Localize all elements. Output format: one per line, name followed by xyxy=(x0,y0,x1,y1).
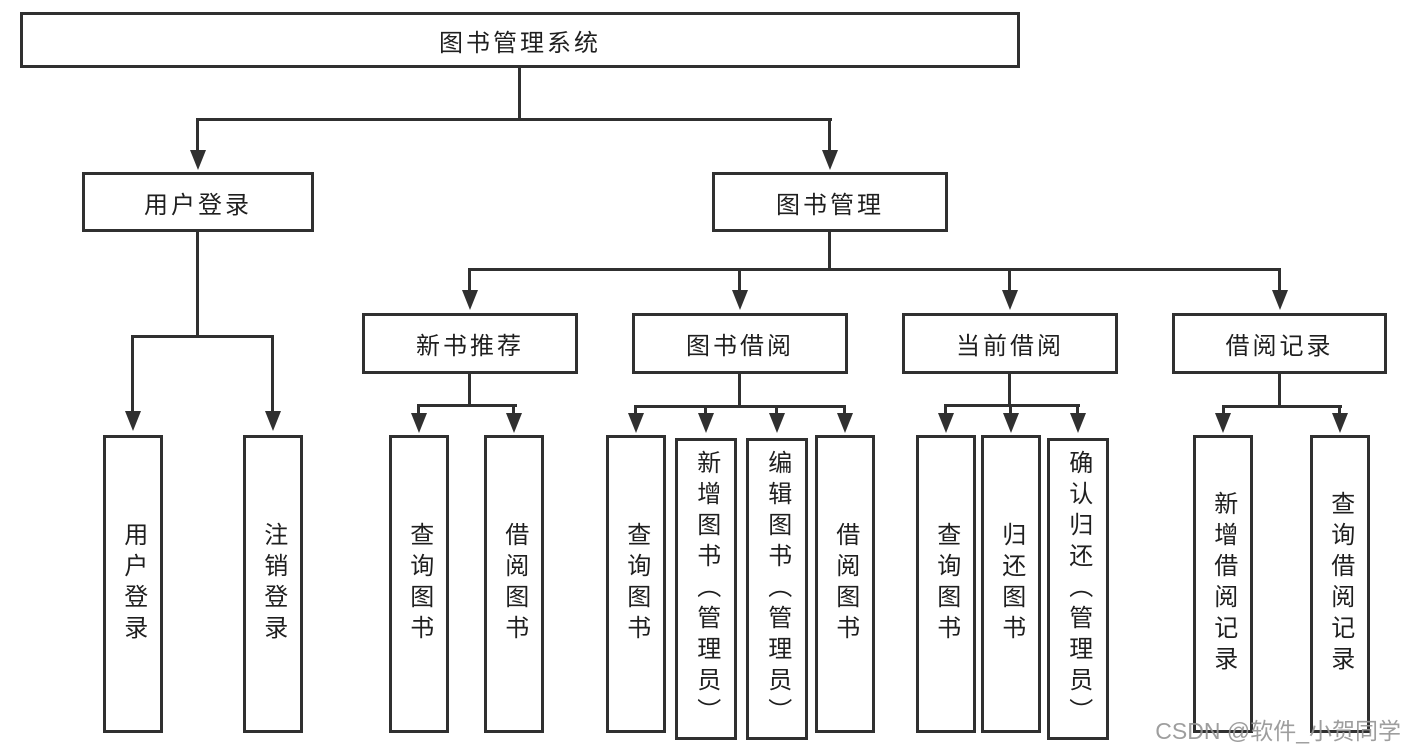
connector-hline xyxy=(417,404,517,407)
node-label: 查询图书 xyxy=(405,522,433,646)
arrow-down-icon xyxy=(1272,290,1288,310)
connector-vline xyxy=(196,232,199,338)
connector-vline xyxy=(1008,373,1011,407)
arrow-down-icon xyxy=(732,290,748,310)
connector-hline xyxy=(944,404,1080,407)
arrow-down-icon xyxy=(698,413,714,433)
node-new-book-recommend: 新书推荐 xyxy=(362,313,578,374)
node-label: 图书管理 xyxy=(776,191,884,219)
arrow-down-icon xyxy=(1002,290,1018,310)
node-label: 查询图书 xyxy=(932,522,960,646)
connector-vline xyxy=(738,373,741,408)
arrow-down-icon xyxy=(822,150,838,170)
node-label: 图书借阅 xyxy=(686,333,794,360)
node-label: 借阅记录 xyxy=(1225,333,1334,360)
node-book-management: 图书管理 xyxy=(712,172,948,232)
node-label: 用户登录 xyxy=(119,522,147,646)
connector-hline xyxy=(131,335,274,338)
node-label: 当前借阅 xyxy=(956,333,1064,360)
node-user-login: 用户登录 xyxy=(82,172,314,232)
node-root-library-system: 图书管理系统 xyxy=(20,12,1020,68)
connector-vline xyxy=(1278,268,1281,292)
connector-vline xyxy=(271,335,274,412)
arrow-down-icon xyxy=(938,413,954,433)
leaf-recommend-query-books: 查询图书 xyxy=(389,435,449,733)
node-label: 编辑图书（管理员） xyxy=(763,449,791,729)
node-current-borrowing: 当前借阅 xyxy=(902,313,1118,374)
connector-vline xyxy=(512,404,515,416)
connector-vline xyxy=(828,118,831,152)
node-label: 新增图书（管理员） xyxy=(692,449,720,729)
leaf-recommend-borrow-books: 借阅图书 xyxy=(484,435,544,733)
leaf-borrowing-borrow-books: 借阅图书 xyxy=(815,435,875,733)
node-book-borrowing: 图书借阅 xyxy=(632,313,848,374)
node-label: 确认归还（管理员） xyxy=(1064,449,1092,729)
connector-vline xyxy=(944,404,947,416)
arrow-down-icon xyxy=(125,411,141,431)
connector-vline xyxy=(704,405,707,416)
leaf-borrowing-add-books-admin: 新增图书（管理员） xyxy=(675,438,737,740)
connector-vline xyxy=(828,232,831,271)
arrow-down-icon xyxy=(462,290,478,310)
arrow-down-icon xyxy=(1215,413,1231,433)
arrow-down-icon xyxy=(628,413,644,433)
watermark: CSDN @软件_小贺同学 xyxy=(1155,718,1401,744)
connector-hline xyxy=(1222,405,1342,408)
leaf-records-query-record: 查询借阅记录 xyxy=(1310,435,1370,733)
arrow-down-icon xyxy=(1003,413,1019,433)
connector-vline xyxy=(1076,404,1079,416)
connector-hline xyxy=(634,405,846,408)
node-label: 查询图书 xyxy=(622,522,650,646)
connector-vline xyxy=(1338,405,1341,416)
arrow-down-icon xyxy=(1332,413,1348,433)
connector-vline xyxy=(196,118,199,152)
leaf-borrowing-edit-books-admin: 编辑图书（管理员） xyxy=(746,438,808,740)
node-label: 归还图书 xyxy=(997,522,1025,646)
leaf-current-confirm-return-admin: 确认归还（管理员） xyxy=(1047,438,1109,740)
connector-vline xyxy=(1222,405,1225,416)
node-label: 借阅图书 xyxy=(500,522,528,646)
connector-vline xyxy=(417,404,420,416)
connector-vline xyxy=(1278,373,1281,408)
connector-hline xyxy=(468,268,1281,271)
arrow-down-icon xyxy=(769,413,785,433)
connector-vline xyxy=(843,405,846,416)
connector-vline xyxy=(1008,268,1011,292)
arrow-down-icon xyxy=(506,413,522,433)
leaf-records-add-record: 新增借阅记录 xyxy=(1193,435,1253,733)
node-borrowing-records: 借阅记录 xyxy=(1172,313,1387,374)
connector-vline xyxy=(131,335,134,412)
leaf-logout: 注销登录 xyxy=(243,435,303,733)
node-label: 借阅图书 xyxy=(831,522,859,646)
node-label: 图书管理系统 xyxy=(439,29,601,57)
leaf-borrowing-query-books: 查询图书 xyxy=(606,435,666,733)
connector-vline xyxy=(775,405,778,416)
connector-vline xyxy=(468,268,471,292)
connector-vline xyxy=(634,405,637,416)
node-label: 查询借阅记录 xyxy=(1326,491,1354,677)
arrow-down-icon xyxy=(837,413,853,433)
arrow-down-icon xyxy=(265,411,281,431)
connector-hline xyxy=(196,118,832,121)
arrow-down-icon xyxy=(1070,413,1086,433)
leaf-current-return-books: 归还图书 xyxy=(981,435,1041,733)
node-label: 新增借阅记录 xyxy=(1209,491,1237,677)
arrow-down-icon xyxy=(411,413,427,433)
node-label: 新书推荐 xyxy=(416,333,524,360)
leaf-current-query-books: 查询图书 xyxy=(916,435,976,733)
connector-vline xyxy=(468,373,471,407)
node-label: 注销登录 xyxy=(259,522,287,646)
node-label: 用户登录 xyxy=(144,191,252,219)
connector-vline xyxy=(518,67,521,121)
arrow-down-icon xyxy=(190,150,206,170)
leaf-user-login: 用户登录 xyxy=(103,435,163,733)
connector-vline xyxy=(1009,404,1012,416)
connector-vline xyxy=(738,268,741,292)
